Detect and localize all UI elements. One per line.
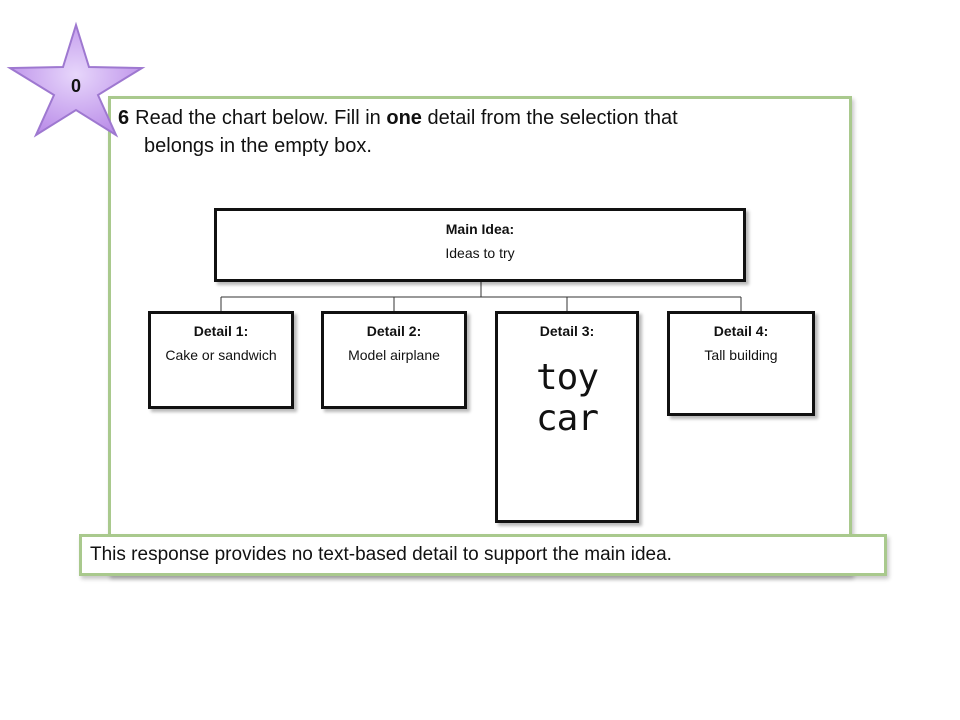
score-star-icon <box>6 21 146 138</box>
score-value: 0 <box>70 76 81 96</box>
prompt-line-2: belongs in the empty box. <box>144 135 372 157</box>
detail-1-text: Cake or sandwich <box>165 347 277 363</box>
detail-3-heading: Detail 3: <box>539 323 595 339</box>
prompt-emphasis: one <box>386 107 422 129</box>
prompt-text-before: Read the chart below. Fill in <box>135 107 387 129</box>
detail-2-box: Detail 2: Model airplane <box>321 311 467 409</box>
main-idea-text: Ideas to try <box>445 245 515 261</box>
detail-2-heading: Detail 2: <box>366 323 422 339</box>
detail-3-answer-box: Detail 3: toy car <box>495 311 639 523</box>
feedback-text: This response provides no text-based det… <box>90 544 672 565</box>
feedback-box: This response provides no text-based det… <box>79 534 887 576</box>
detail-1-heading: Detail 1: <box>193 323 249 339</box>
detail-4-text: Tall building <box>704 347 778 363</box>
main-idea-heading: Main Idea: <box>445 221 515 237</box>
prompt-text-after: detail from the selection that <box>421 107 678 129</box>
detail-2-text: Model airplane <box>348 347 440 363</box>
detail-1-box: Detail 1: Cake or sandwich <box>148 311 294 409</box>
main-idea-box: Main Idea: Ideas to try <box>214 208 746 282</box>
detail-4-heading: Detail 4: <box>713 323 769 339</box>
student-answer: toy car <box>535 357 599 439</box>
question-number: 6 <box>118 107 130 129</box>
detail-4-box: Detail 4: Tall building <box>667 311 815 416</box>
